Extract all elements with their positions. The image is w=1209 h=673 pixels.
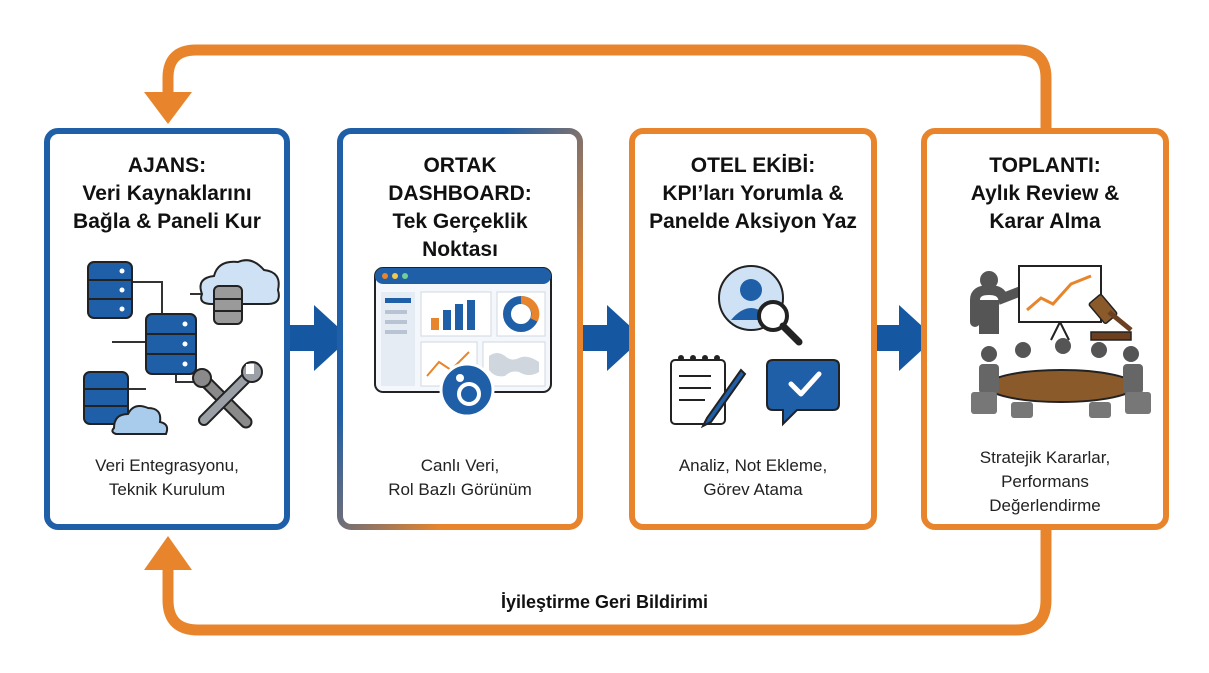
database-icon — [87, 261, 133, 319]
card-title: ORTAK DASHBOARD: Tek Gerçeklik Noktası — [388, 154, 532, 261]
card-subtitle: Canlı Veri, Rol Bazlı Görünüm — [388, 456, 532, 499]
card-ajans: AJANS: Veri Kaynaklarını Bağla & Paneli … — [44, 128, 290, 530]
bottom-loop-arrow — [162, 524, 1052, 636]
feedback-loop-label: İyileştirme Geri Bildirimi — [500, 592, 709, 612]
card-toplanti-illustration — [970, 265, 1151, 418]
presentation-icon — [970, 265, 1102, 341]
card-otel-ekibi: OTEL EKİBİ: KPI’ları Yorumla & Panelde A… — [629, 128, 877, 530]
card-title: OTEL EKİBİ: KPI’ları Yorumla & Panelde A… — [649, 154, 857, 233]
card-title: TOPLANTI: Aylık Review & Karar Alma — [970, 154, 1120, 233]
looker-logo-icon — [439, 362, 495, 418]
meeting-table-icon — [971, 338, 1151, 418]
top-loop-arrow — [162, 44, 1052, 134]
card-ajans-illustration — [83, 259, 280, 435]
gavel-icon — [1088, 293, 1133, 341]
dashboard-window-icon — [374, 267, 552, 393]
check-message-icon — [766, 359, 840, 427]
card-ortak-dashboard: ORTAK DASHBOARD: Tek Gerçeklik Noktası — [337, 128, 583, 530]
card-toplanti: TOPLANTI: Aylık Review & Karar Alma — [921, 128, 1169, 530]
card-subtitle: Stratejik Kararlar, Performans Değerlend… — [979, 448, 1111, 515]
top-loop-arrowhead — [144, 92, 192, 124]
cloud-database-icon — [199, 259, 280, 325]
cloud-database-icon — [83, 371, 169, 435]
card-title: AJANS: Veri Kaynaklarını Bağla & Paneli … — [73, 154, 261, 233]
card-otel-illustration — [670, 265, 840, 429]
card-subtitle: Veri Entegrasyonu, Teknik Kurulum — [95, 456, 239, 499]
wrench-icon — [192, 361, 263, 429]
card-subtitle: Analiz, Not Ekleme, Görev Atama — [678, 456, 828, 499]
notepad-pen-icon — [670, 355, 747, 429]
user-search-icon — [718, 265, 803, 346]
database-icon — [145, 313, 197, 375]
card-dashboard-illustration — [374, 267, 552, 418]
bottom-loop-arrowhead — [144, 536, 192, 570]
